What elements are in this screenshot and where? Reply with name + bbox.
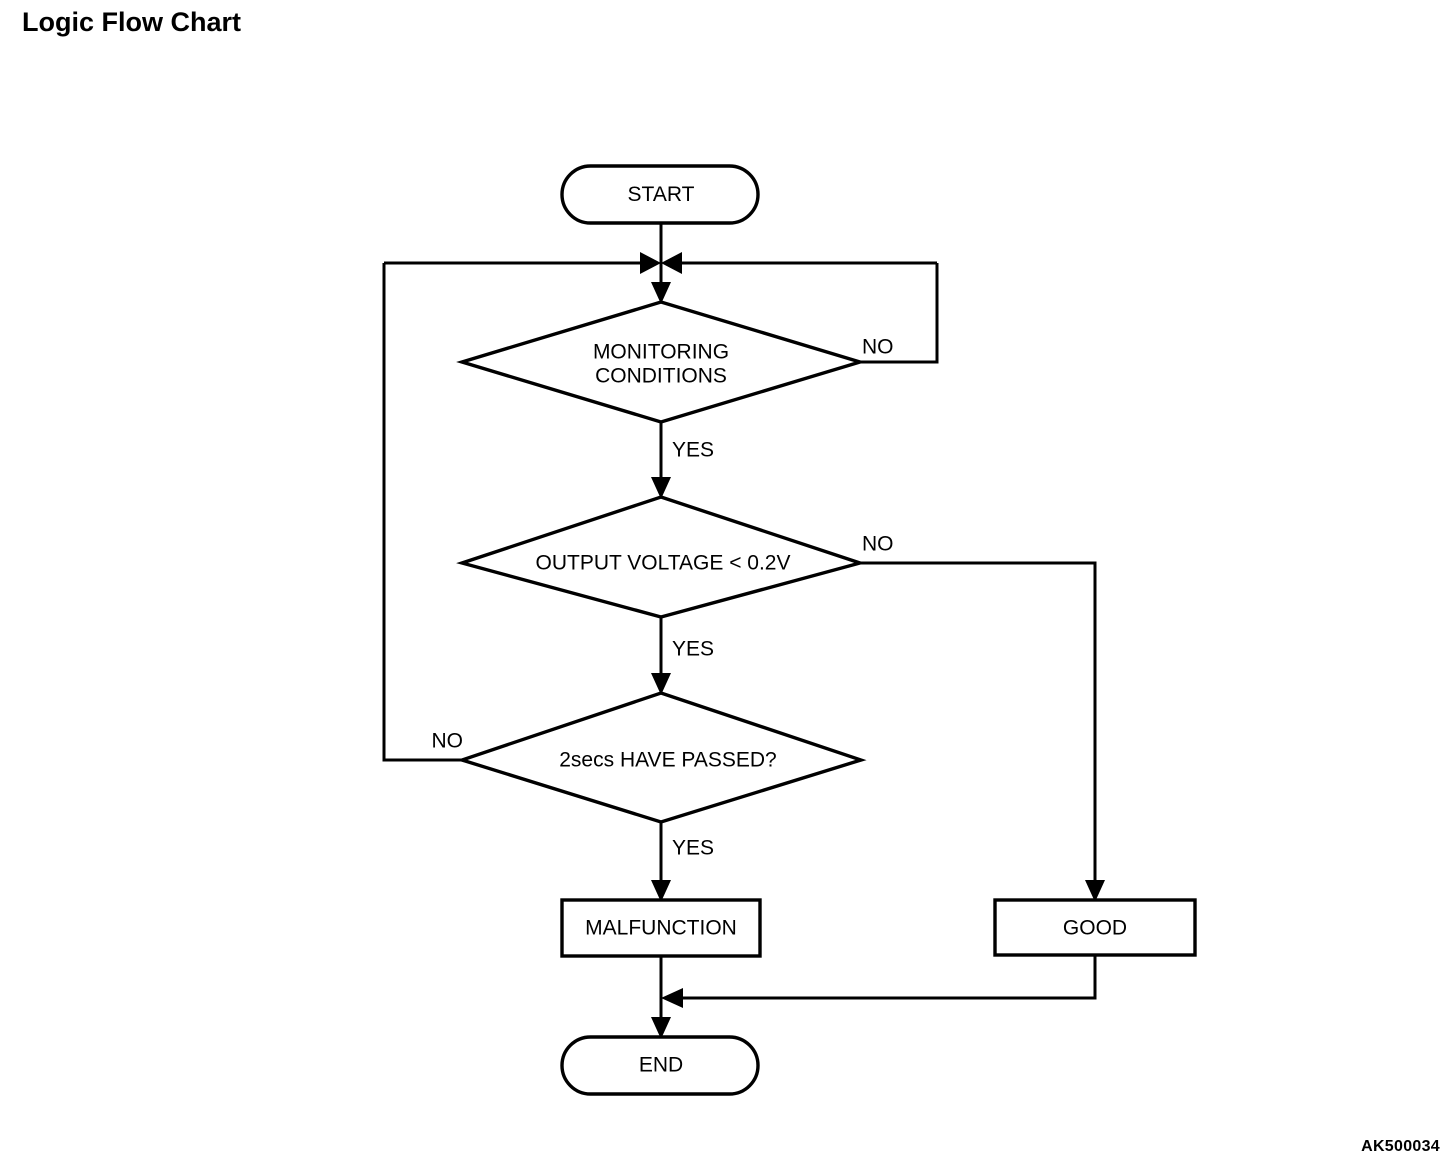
- node-good-label: GOOD: [1063, 917, 1127, 940]
- node-output-voltage-label: OUTPUT VOLTAGE < 0.2V: [536, 552, 791, 575]
- arrowhead-into-malfunction: [651, 880, 671, 902]
- node-monitoring-conditions[interactable]: [456, 300, 866, 424]
- edge-label-timer-no: NO: [432, 730, 464, 753]
- edge-label-monitoring-yes: YES: [672, 439, 714, 462]
- node-timer-check[interactable]: [456, 691, 867, 824]
- edge-monitoring-no-loop: [860, 263, 939, 364]
- node-output-voltage[interactable]: [456, 495, 866, 619]
- node-good[interactable]: [993, 898, 1197, 957]
- arrowhead-left-loop-join: [640, 252, 661, 274]
- arrowhead-into-good: [1085, 880, 1105, 902]
- edge-voltage-no-to-good: [860, 561, 1097, 900]
- node-monitoring-conditions-label-line1: MONITORING: [593, 341, 729, 364]
- edge-label-monitoring-no: NO: [862, 336, 894, 359]
- edge-label-voltage-yes: YES: [672, 638, 714, 661]
- node-timer-check-label: 2secs HAVE PASSED?: [559, 749, 776, 772]
- page-title: Logic Flow Chart: [22, 7, 241, 37]
- reference-code: AK500034: [1361, 1138, 1440, 1155]
- arrowhead-into-monitoring: [651, 282, 671, 304]
- node-end-label: END: [639, 1054, 683, 1077]
- arrowhead-right-loop-join: [661, 252, 682, 274]
- arrowhead-into-end: [651, 1017, 671, 1039]
- node-start-label: START: [628, 183, 695, 206]
- node-monitoring-conditions-label-line2: CONDITIONS: [595, 365, 727, 388]
- arrowhead-into-voltage: [651, 477, 671, 499]
- node-end[interactable]: [560, 1035, 760, 1096]
- arrowhead-good-merge: [661, 988, 683, 1008]
- edge-label-timer-yes: YES: [672, 837, 714, 860]
- edge-timer-no-loop: [382, 263, 462, 762]
- node-malfunction-label: MALFUNCTION: [585, 917, 737, 940]
- arrowhead-into-timer: [651, 673, 671, 695]
- node-start[interactable]: [560, 164, 760, 225]
- edge-good-to-end-merge: [672, 955, 1097, 1000]
- edge-label-voltage-no: NO: [862, 533, 894, 556]
- node-malfunction[interactable]: [560, 898, 762, 958]
